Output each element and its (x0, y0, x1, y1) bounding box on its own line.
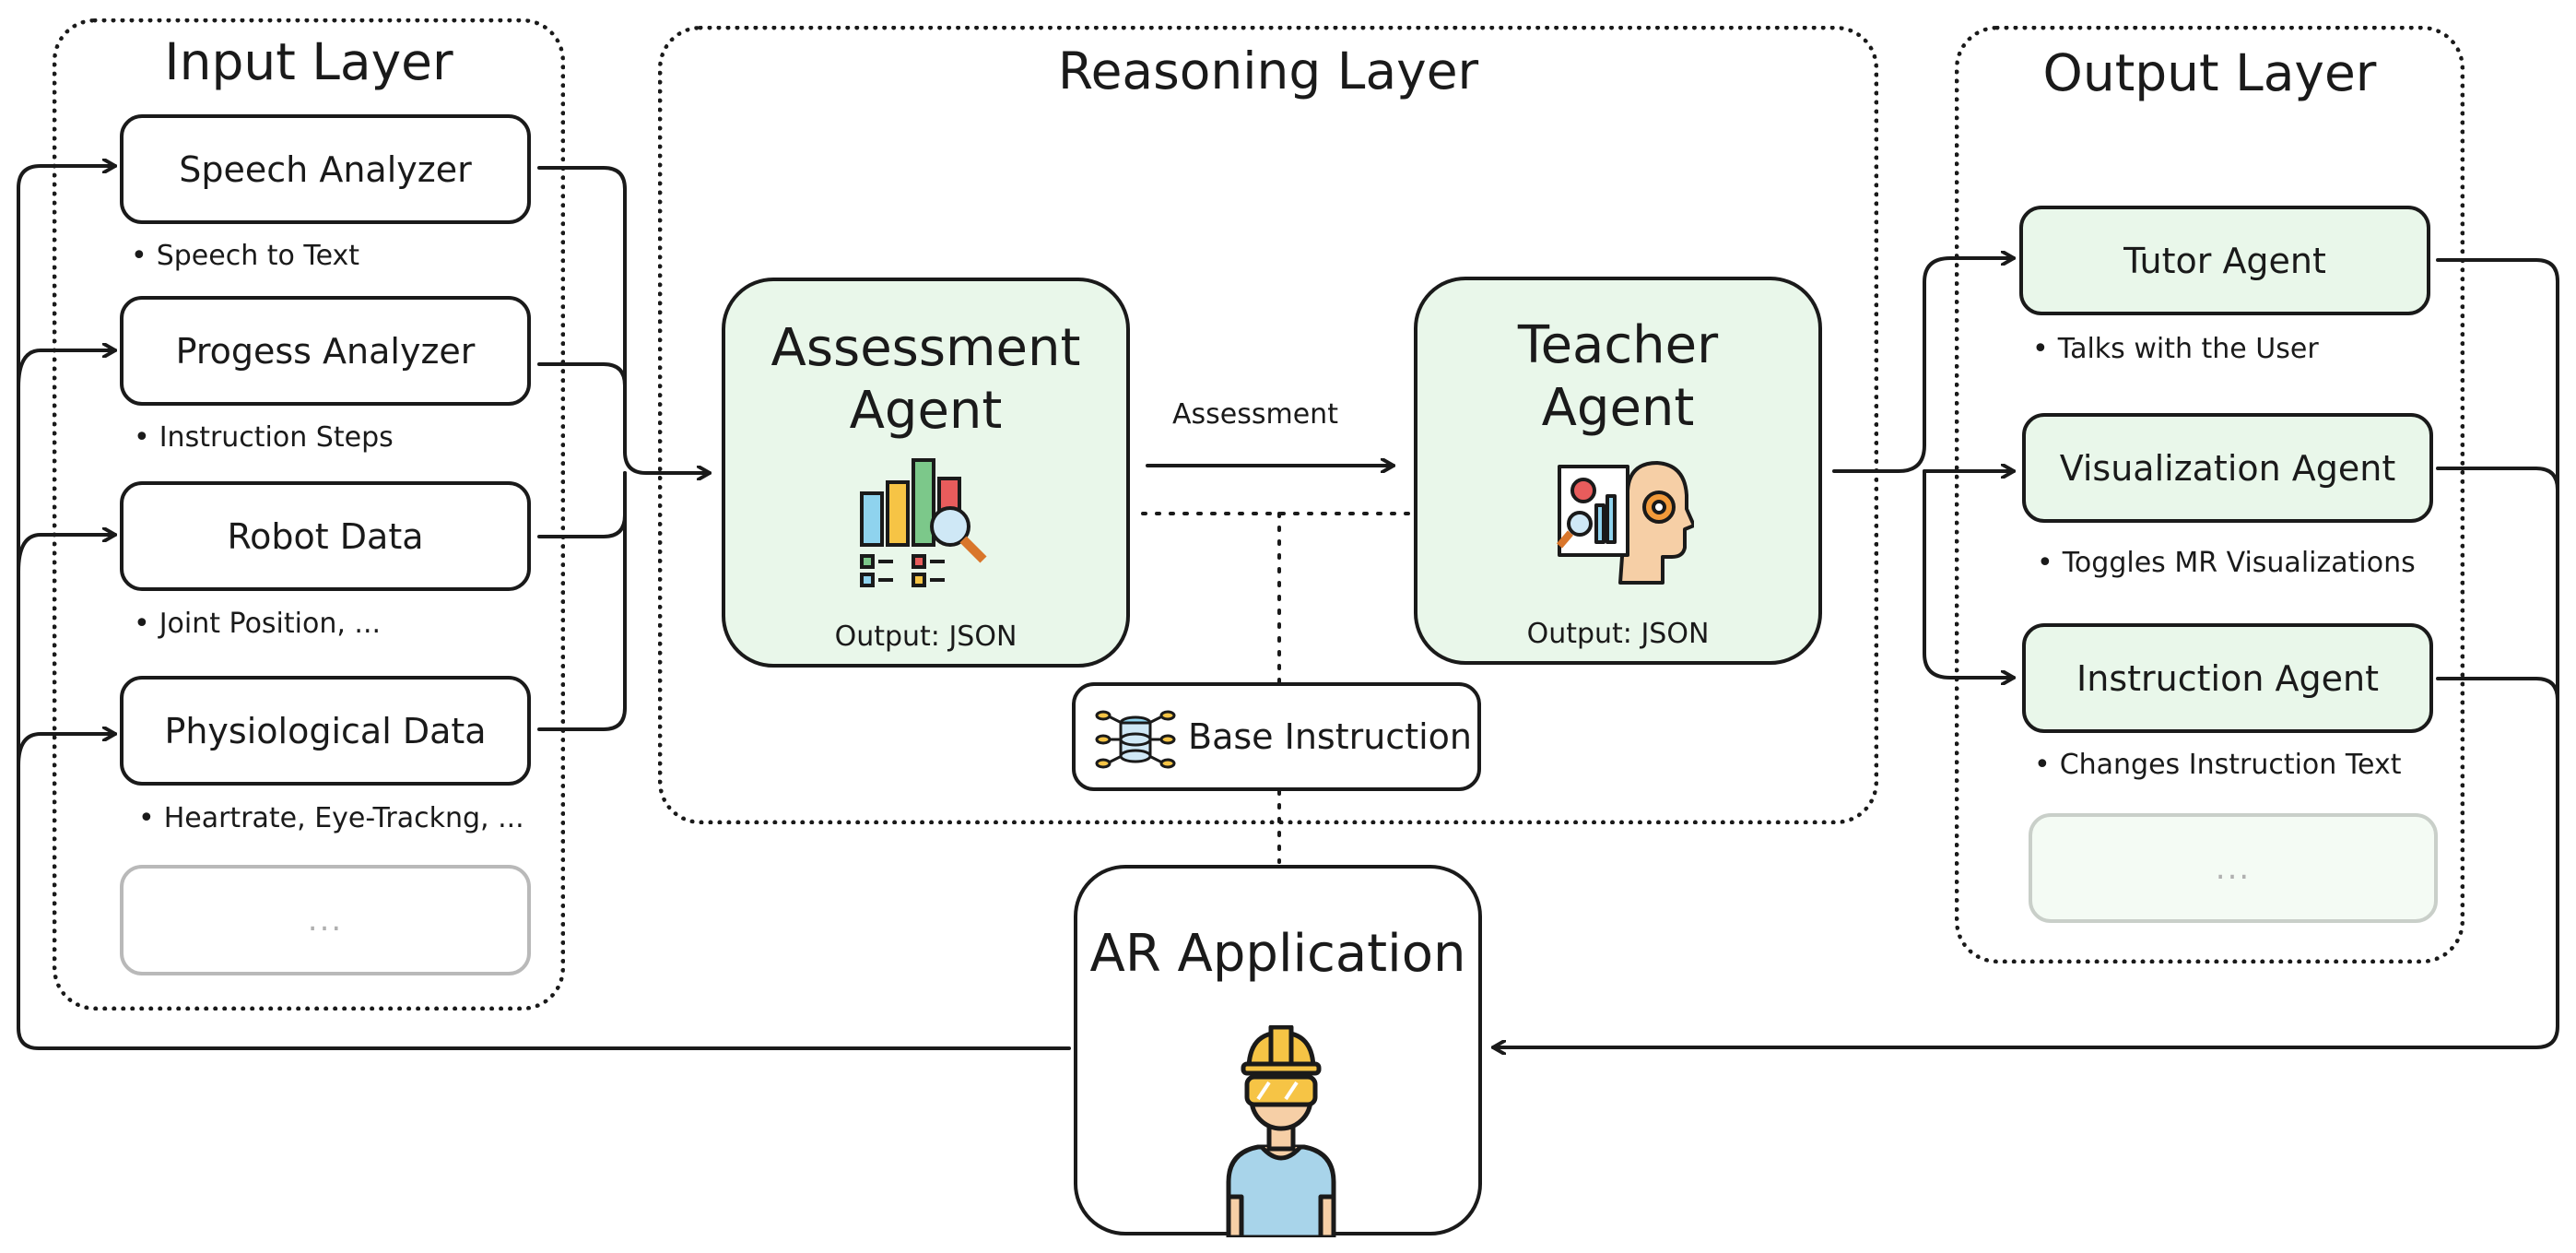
output-layer-title: Output Layer (2042, 43, 2377, 102)
output-item-instruction-agent: Instruction Agent (2022, 623, 2433, 733)
output-item-more-placeholder: ... (2029, 813, 2438, 923)
edge-instruction-to-ar (2436, 677, 2559, 702)
edge-ar-to-robot (17, 535, 117, 573)
edge-progress-to-assessment (537, 362, 627, 454)
ar-application: AR Application (1074, 865, 1482, 1237)
assessment-agent-title-line2: Agent (849, 381, 1003, 441)
edge-physio-to-assessment (537, 471, 627, 731)
teacher-brain-icon (1556, 461, 1694, 585)
edge-speech-to-assessment (537, 166, 712, 473)
edge-ar-to-physio (17, 734, 117, 767)
input-item-speech-analyzer-note: Speech to Text (131, 240, 359, 272)
edge-ar-to-inputs (17, 166, 1071, 1050)
database-network-icon (1095, 710, 1176, 769)
input-item-speech-analyzer: Speech Analyzer (120, 114, 531, 224)
output-layer: Output Layer (1955, 26, 2464, 963)
reasoning-layer: Reasoning Layer (658, 26, 1878, 824)
edge-visualization-to-ar (2436, 467, 2559, 491)
assessment-agent-output: Output: JSON (834, 621, 1017, 653)
output-item-visualization-agent: Visualization Agent (2022, 413, 2433, 523)
ar-application-title: AR Application (1089, 924, 1466, 984)
input-item-physiological-data-note: Heartrate, Eye-Trackng, ... (138, 802, 524, 834)
assessment-agent: Assessment Agent Output: JSON (722, 278, 1130, 668)
base-instruction-label: Base Instruction (1188, 716, 1472, 757)
base-instruction-box: Base Instruction (1072, 682, 1481, 791)
teacher-agent-title-line2: Agent (1541, 378, 1695, 438)
input-layer-title: Input Layer (164, 32, 453, 91)
reasoning-layer-title: Reasoning Layer (1057, 41, 1479, 100)
teacher-agent-output: Output: JSON (1526, 618, 1710, 650)
input-item-robot-data: Robot Data (120, 481, 531, 591)
output-item-tutor-agent-note: Talks with the User (2032, 333, 2319, 365)
input-item-progress-analyzer-note: Instruction Steps (134, 421, 394, 454)
input-item-robot-data-note: Joint Position, ... (134, 608, 381, 640)
edge-ar-to-progress (17, 350, 117, 389)
input-item-physiological-data: Physiological Data (120, 676, 531, 786)
edge-label-assessment: Assessment (1172, 398, 1338, 431)
teacher-agent: Teacher Agent Output: JSON (1414, 277, 1822, 665)
output-item-instruction-agent-note: Changes Instruction Text (2034, 749, 2402, 781)
edge-tutor-to-ar (1491, 258, 2559, 1047)
teacher-agent-title-line1: Teacher (1517, 315, 1719, 375)
assessment-agent-title-line1: Assessment (770, 318, 1081, 378)
worker-vr-headset-icon (1226, 1025, 1336, 1237)
output-item-tutor-agent: Tutor Agent (2019, 206, 2430, 315)
input-layer: Input Layer (53, 18, 565, 1011)
output-item-visualization-agent-note: Toggles MR Visualizations (2037, 547, 2416, 579)
edge-teacher-to-tutor (1832, 258, 2016, 473)
analytics-chart-icon (860, 458, 987, 587)
input-item-progress-analyzer: Progess Analyzer (120, 296, 531, 406)
edge-teacher-to-instruction (1923, 469, 2016, 678)
input-item-more-placeholder: ... (120, 865, 531, 975)
